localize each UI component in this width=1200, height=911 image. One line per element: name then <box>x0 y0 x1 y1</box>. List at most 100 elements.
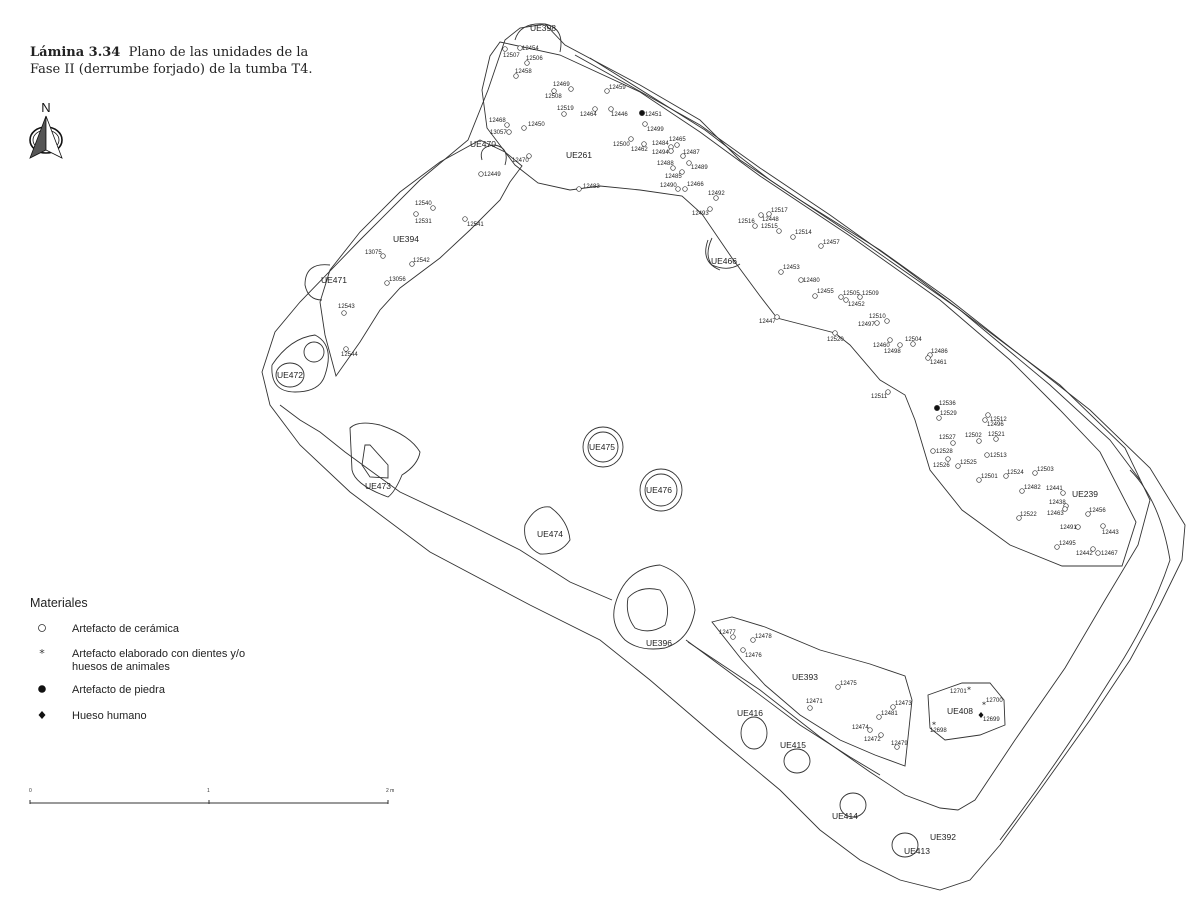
find-label: 12443 <box>1102 530 1119 536</box>
ceramic-artifact-icon <box>832 330 838 336</box>
ceramic-artifact-icon <box>1090 546 1096 552</box>
ceramic-artifact-icon <box>1003 473 1009 479</box>
find-label: 12522 <box>1020 512 1037 518</box>
find-12453: 12453 <box>778 265 800 275</box>
ceramic-artifact-icon <box>343 346 349 352</box>
find-12494: 12494 <box>652 148 674 156</box>
find-label: 12496 <box>987 422 1004 428</box>
unit-label-ue476: UE476 <box>646 485 672 495</box>
find-12536: 12536 <box>934 401 956 411</box>
ceramic-artifact-icon <box>504 122 510 128</box>
find-label: 12454 <box>522 46 539 52</box>
ceramic-artifact-icon <box>1032 470 1038 476</box>
find-12451: 12451 <box>639 110 662 118</box>
find-12483: 12483 <box>576 184 600 192</box>
legend: Materiales Artefacto de cerámica * Artef… <box>30 596 245 722</box>
legend-item-animal-2: huesos de animales <box>72 661 170 673</box>
find-12463: 12463 <box>1047 506 1068 517</box>
find-label: 12473 <box>895 701 912 707</box>
ue475-inner <box>587 431 619 463</box>
ceramic-artifact-icon <box>526 153 532 159</box>
find-label: 12526 <box>933 463 950 469</box>
find-label: 12471 <box>806 699 823 705</box>
ue466-outline <box>705 237 741 271</box>
ceramic-artifact-icon <box>984 452 990 458</box>
ceramic-artifact-icon <box>1016 515 1022 521</box>
find-12486: 12486 <box>927 349 948 358</box>
ceramic-artifact-icon <box>730 634 736 640</box>
ceramic-artifact-icon <box>930 448 936 454</box>
find-12507: 12507 <box>502 46 520 59</box>
human-bone-icon <box>978 712 984 718</box>
find-label: 12498 <box>884 349 901 355</box>
find-12513: 12513 <box>984 452 1007 459</box>
find-12541: 12541 <box>462 216 484 228</box>
find-label: 13056 <box>389 277 406 283</box>
find-12515: 12515 <box>761 224 782 234</box>
find-12517: 12517 <box>766 208 788 217</box>
find-label: 12507 <box>503 53 520 59</box>
find-13057: 13057 <box>490 129 512 136</box>
find-12516: 12516 <box>738 219 758 229</box>
unit-label-ue470: UE470 <box>470 139 496 149</box>
find-12489: 12489 <box>686 160 708 171</box>
ceramic-artifact-icon <box>675 186 681 192</box>
ceramic-artifact-icon <box>876 714 882 720</box>
find-label: 12698 <box>930 728 947 734</box>
find-12456: 12456 <box>1085 508 1106 517</box>
ceramic-artifact-icon <box>413 211 419 217</box>
find-12540: 12540 <box>415 201 436 211</box>
find-12468: 12468 <box>489 118 510 128</box>
animal-artifact-icon: * <box>932 721 936 730</box>
ue475-outer <box>582 426 624 468</box>
find-12469: 12469 <box>553 82 574 92</box>
find-label: 12480 <box>803 278 820 284</box>
find-12459: 12459 <box>604 85 626 94</box>
find-12447: 12447 <box>759 314 780 325</box>
ceramic-artifact-icon <box>521 125 527 131</box>
ceramic-artifact-icon <box>682 186 688 192</box>
find-13075: 13075 <box>365 250 386 259</box>
find-12476: 12476 <box>740 647 762 659</box>
find-12502: 12502 <box>965 433 982 444</box>
find-12700: *12700 <box>982 698 1003 710</box>
ue398-outline <box>514 23 562 53</box>
find-label: 12458 <box>515 69 532 75</box>
find-label: 12543 <box>338 304 355 310</box>
find-12464: 12464 <box>580 106 598 118</box>
find-label: 12466 <box>687 182 704 188</box>
find-12495: 12495 <box>1054 541 1076 550</box>
ceramic-artifact-icon <box>857 294 863 300</box>
ceramic-artifact-icon <box>604 88 610 94</box>
find-label: 12463 <box>1047 511 1064 517</box>
ceramic-artifact-icon <box>568 86 574 92</box>
find-label: 12524 <box>1007 470 1024 476</box>
find-label: 12455 <box>817 289 834 295</box>
find-label: 12468 <box>489 118 506 124</box>
find-label: 12503 <box>1037 467 1054 473</box>
find-12698: *12698 <box>930 721 947 735</box>
ceramic-artifact-icon <box>713 195 719 201</box>
find-12442: 12442 <box>1076 546 1096 557</box>
ue396-outline <box>613 564 696 650</box>
find-12511: 12511 <box>871 389 891 400</box>
ceramic-artifact-icon <box>950 440 956 446</box>
find-label: 12474 <box>852 725 869 731</box>
ceramic-artifact-icon <box>955 463 961 469</box>
find-12472: 12472 <box>864 732 884 743</box>
find-12510: 12510 <box>869 314 890 324</box>
find-12473: 12473 <box>890 701 912 710</box>
ue415-outline <box>783 748 811 774</box>
find-label: 12450 <box>528 122 545 128</box>
ceramic-artifact-icon <box>758 212 764 218</box>
ue472-pit <box>303 341 325 363</box>
find-label: 12544 <box>341 352 358 358</box>
ceramic-artifact-icon <box>982 417 988 423</box>
find-12519: 12519 <box>557 106 574 117</box>
find-label: 12485 <box>665 174 682 180</box>
ceramic-artifact-icon <box>766 211 772 217</box>
find-12699: 12699 <box>978 712 1000 723</box>
find-label: 13075 <box>365 250 382 256</box>
ceramic-artifact-icon <box>679 169 685 175</box>
